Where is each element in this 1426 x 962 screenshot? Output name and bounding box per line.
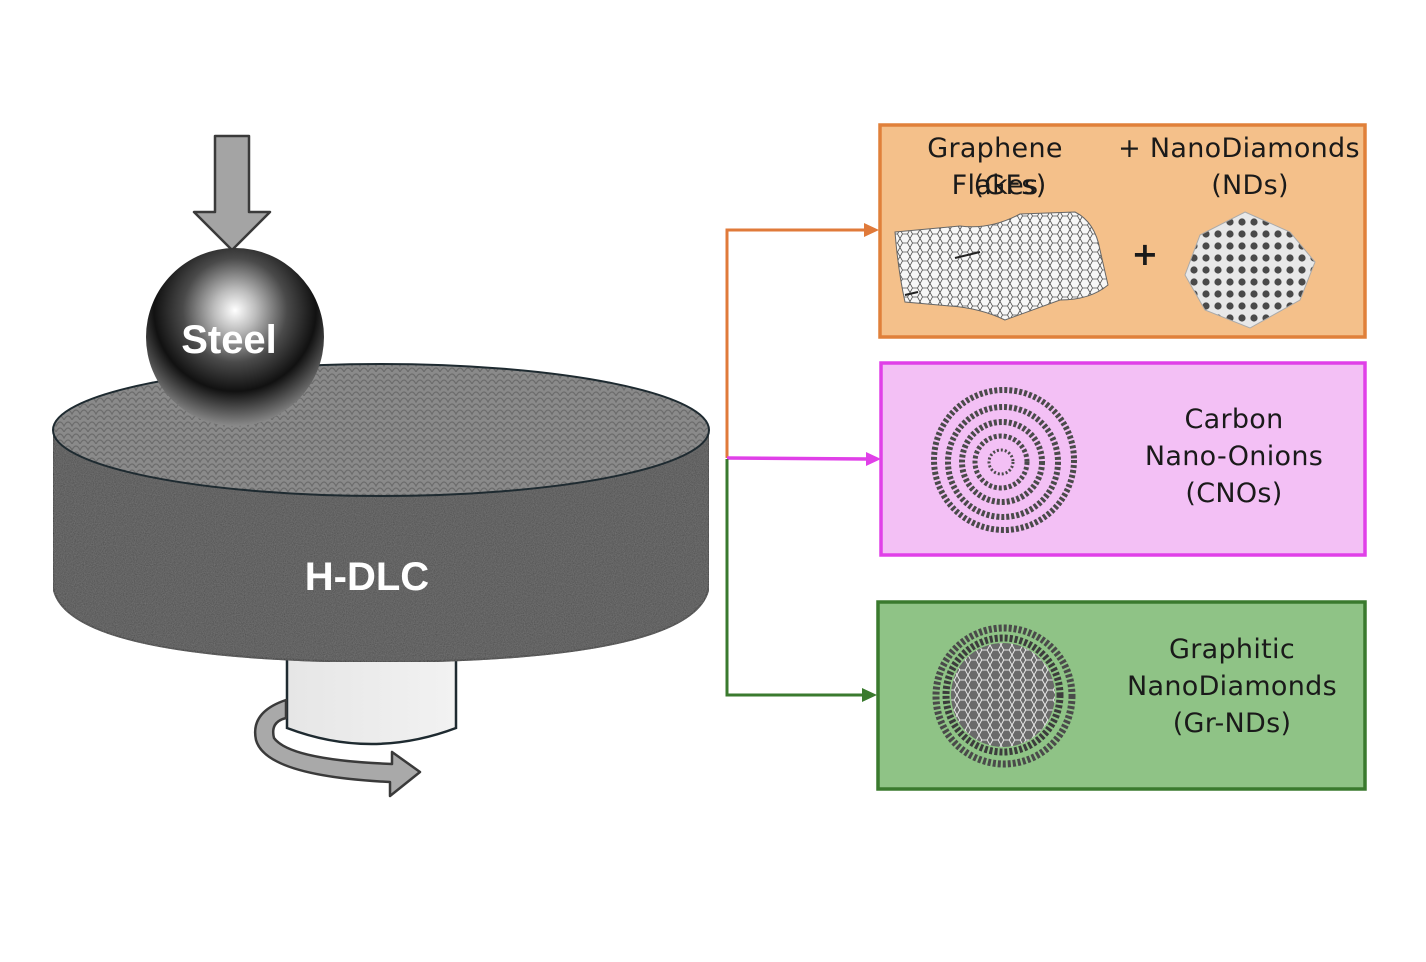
hdlc-disk-label: H-DLC [305,555,429,599]
hdlc-disk [52,363,710,664]
grnd-label-line2: NanoDiamonds [1127,671,1337,702]
cno-box [879,361,1367,557]
gf-title: Graphene Flakes [927,133,1063,201]
nanodiamond-image [1184,211,1316,329]
connector-middle [726,452,881,466]
connector-bottom [725,459,877,702]
cno-label-line1: Carbon [1184,404,1284,435]
graphene-flake-image [894,211,1109,321]
plus-sign: + [1131,235,1159,273]
gf-abbr: (GFs) [973,170,1047,201]
steel-ball-label: Steel [181,318,277,362]
spindle-shaft [285,648,458,746]
graphitic-nanodiamond-image [932,624,1076,768]
grnd-label-line3: (Gr-NDs) [1172,708,1292,739]
nd-abbr: (NDs) [1211,170,1289,201]
steel-ball [146,248,324,426]
cno-label-line2: Nano-Onions [1144,441,1324,472]
nd-title: + NanoDiamonds [1118,133,1360,164]
rotation-arrow-icon [253,698,422,798]
load-arrow-icon [192,134,272,252]
grnd-label-line1: Graphitic [1169,634,1295,665]
connector-top [725,223,879,458]
carbon-nano-onion-image [931,387,1077,533]
cno-label-line3: (CNOs) [1185,478,1283,509]
